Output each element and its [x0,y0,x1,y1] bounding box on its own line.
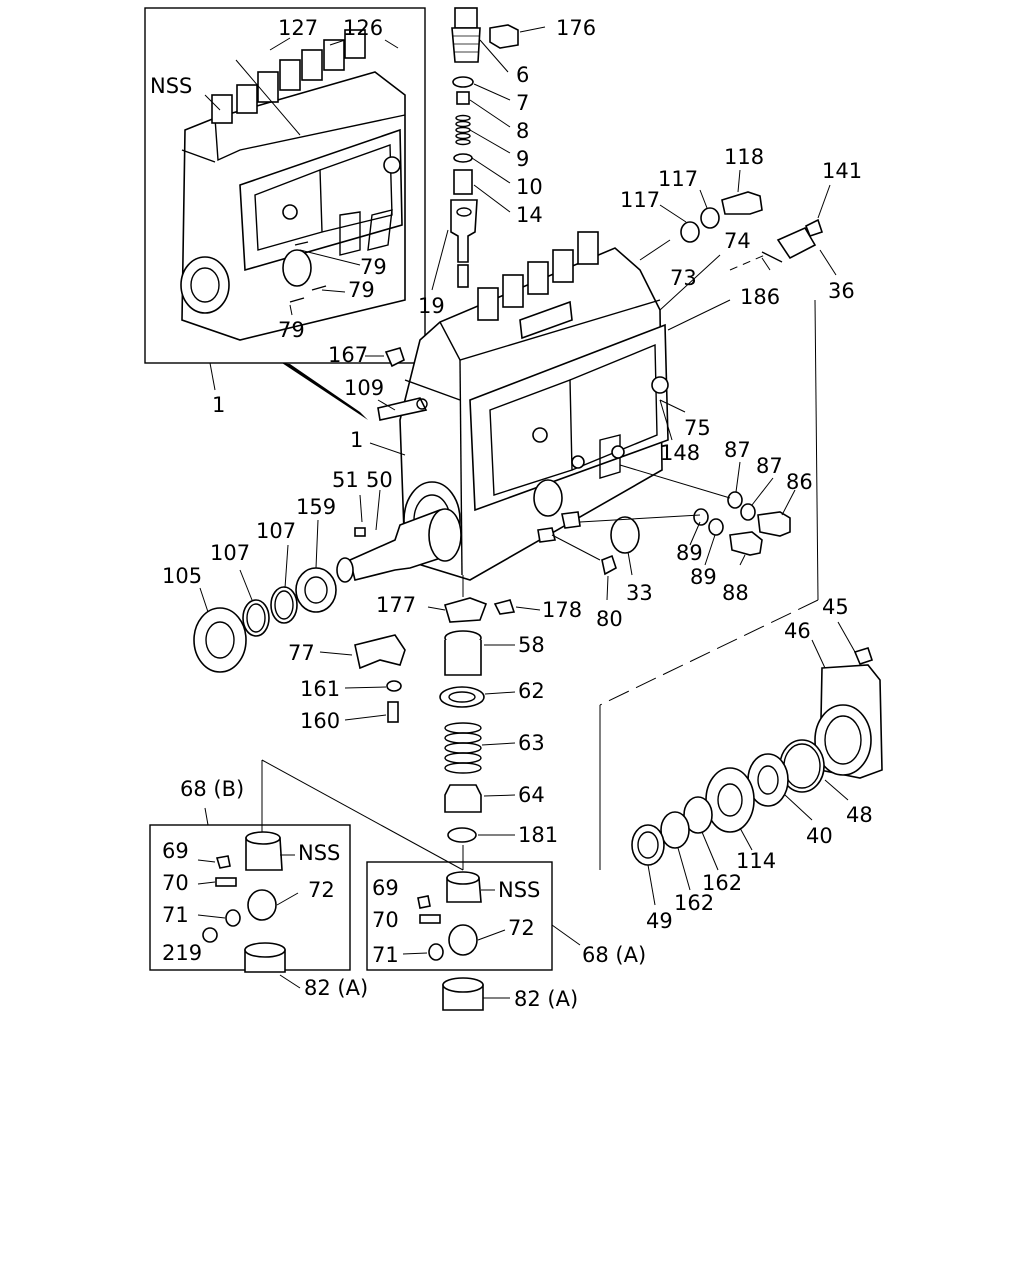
callout-160: 160 [300,709,340,733]
callout-77: 77 [288,641,315,665]
callout-82a-right: 82 (A) [514,987,578,1011]
callout-117a: 117 [658,167,698,191]
callout-40: 40 [806,824,833,848]
callout-167: 167 [328,343,368,367]
callout-79b: 79 [348,278,375,302]
callout-58: 58 [518,633,545,657]
callout-107a: 107 [256,519,296,543]
cover-bolts-group [537,461,796,601]
callout-70a: 70 [162,871,189,895]
callout-68a: 68 (A) [582,943,646,967]
callout-80: 80 [596,607,623,631]
callout-74: 74 [724,229,751,253]
callout-6: 6 [516,63,529,87]
callout-161: 161 [300,677,340,701]
callout-79a: 79 [360,255,387,279]
callout-107b: 107 [210,541,250,565]
callout-178: 178 [542,598,582,622]
callout-33: 33 [626,581,653,605]
callout-162b: 162 [674,891,714,915]
callout-186: 186 [740,285,780,309]
callout-71a: 71 [162,903,189,927]
callout-nss-a: NSS [498,878,540,902]
callout-36: 36 [828,279,855,303]
callout-114: 114 [736,849,776,873]
camshaft-bearing-group [193,519,337,673]
callout-86: 86 [786,470,813,494]
callout-88: 88 [722,581,749,605]
delivery-valve-stack [431,7,546,291]
callout-148: 148 [660,441,700,465]
callout-9: 9 [516,147,529,171]
callout-176: 176 [556,16,596,40]
callout-109: 109 [344,376,384,400]
callout-nss-b: NSS [298,841,340,865]
callout-7: 7 [516,91,529,115]
callout-10: 10 [516,175,543,199]
main-pump-housing [336,231,766,583]
callout-71b: 71 [372,943,399,967]
side-bolts-group [659,169,837,276]
callout-69a: 69 [162,839,189,863]
callout-62: 62 [518,679,545,703]
callout-45: 45 [822,595,849,619]
callout-177: 177 [376,593,416,617]
callout-162a: 162 [702,871,742,895]
callout-8: 8 [516,119,529,143]
callout-75: 75 [684,416,711,440]
callout-46: 46 [784,619,811,643]
callout-73: 73 [670,266,697,290]
callout-127: 127 [278,16,318,40]
callout-87a: 87 [724,438,751,462]
callout-64: 64 [518,783,545,807]
callout-87b: 87 [756,454,783,478]
callout-219: 219 [162,941,202,965]
governor-side-cover-group [599,299,883,906]
callout-69b: 69 [372,876,399,900]
callout-89a: 89 [676,541,703,565]
callout-51: 51 [332,468,359,492]
callout-79c: 79 [278,318,305,342]
tappet-assembly-b-box [149,759,464,989]
callout-181: 181 [518,823,558,847]
callout-63: 63 [518,731,545,755]
callout-72a: 72 [308,878,335,902]
callout-49: 49 [646,909,673,933]
callout-labels: 127 126 176 NSS 6 7 8 9 10 14 118 117 11… [150,16,873,1011]
callout-1b: 1 [350,428,363,452]
callout-72b: 72 [508,916,535,940]
tappet-assembly-a-box [366,861,581,1011]
callout-1a: 1 [212,393,225,417]
callout-50: 50 [366,468,393,492]
inset-pump-housing-assembly [144,7,426,420]
callout-126: 126 [343,16,383,40]
callout-14: 14 [516,203,543,227]
callout-19: 19 [418,294,445,318]
callout-82a-left: 82 (A) [304,976,368,1000]
tappet-stack [319,575,541,870]
callout-68b: 68 (B) [180,777,244,801]
callout-105: 105 [162,564,202,588]
callout-118: 118 [724,145,764,169]
callout-141: 141 [822,159,862,183]
callout-117b: 117 [620,188,660,212]
callout-159: 159 [296,495,336,519]
callout-70b: 70 [372,908,399,932]
callout-48: 48 [846,803,873,827]
callout-nss-top: NSS [150,74,192,98]
callout-89b: 89 [690,565,717,589]
